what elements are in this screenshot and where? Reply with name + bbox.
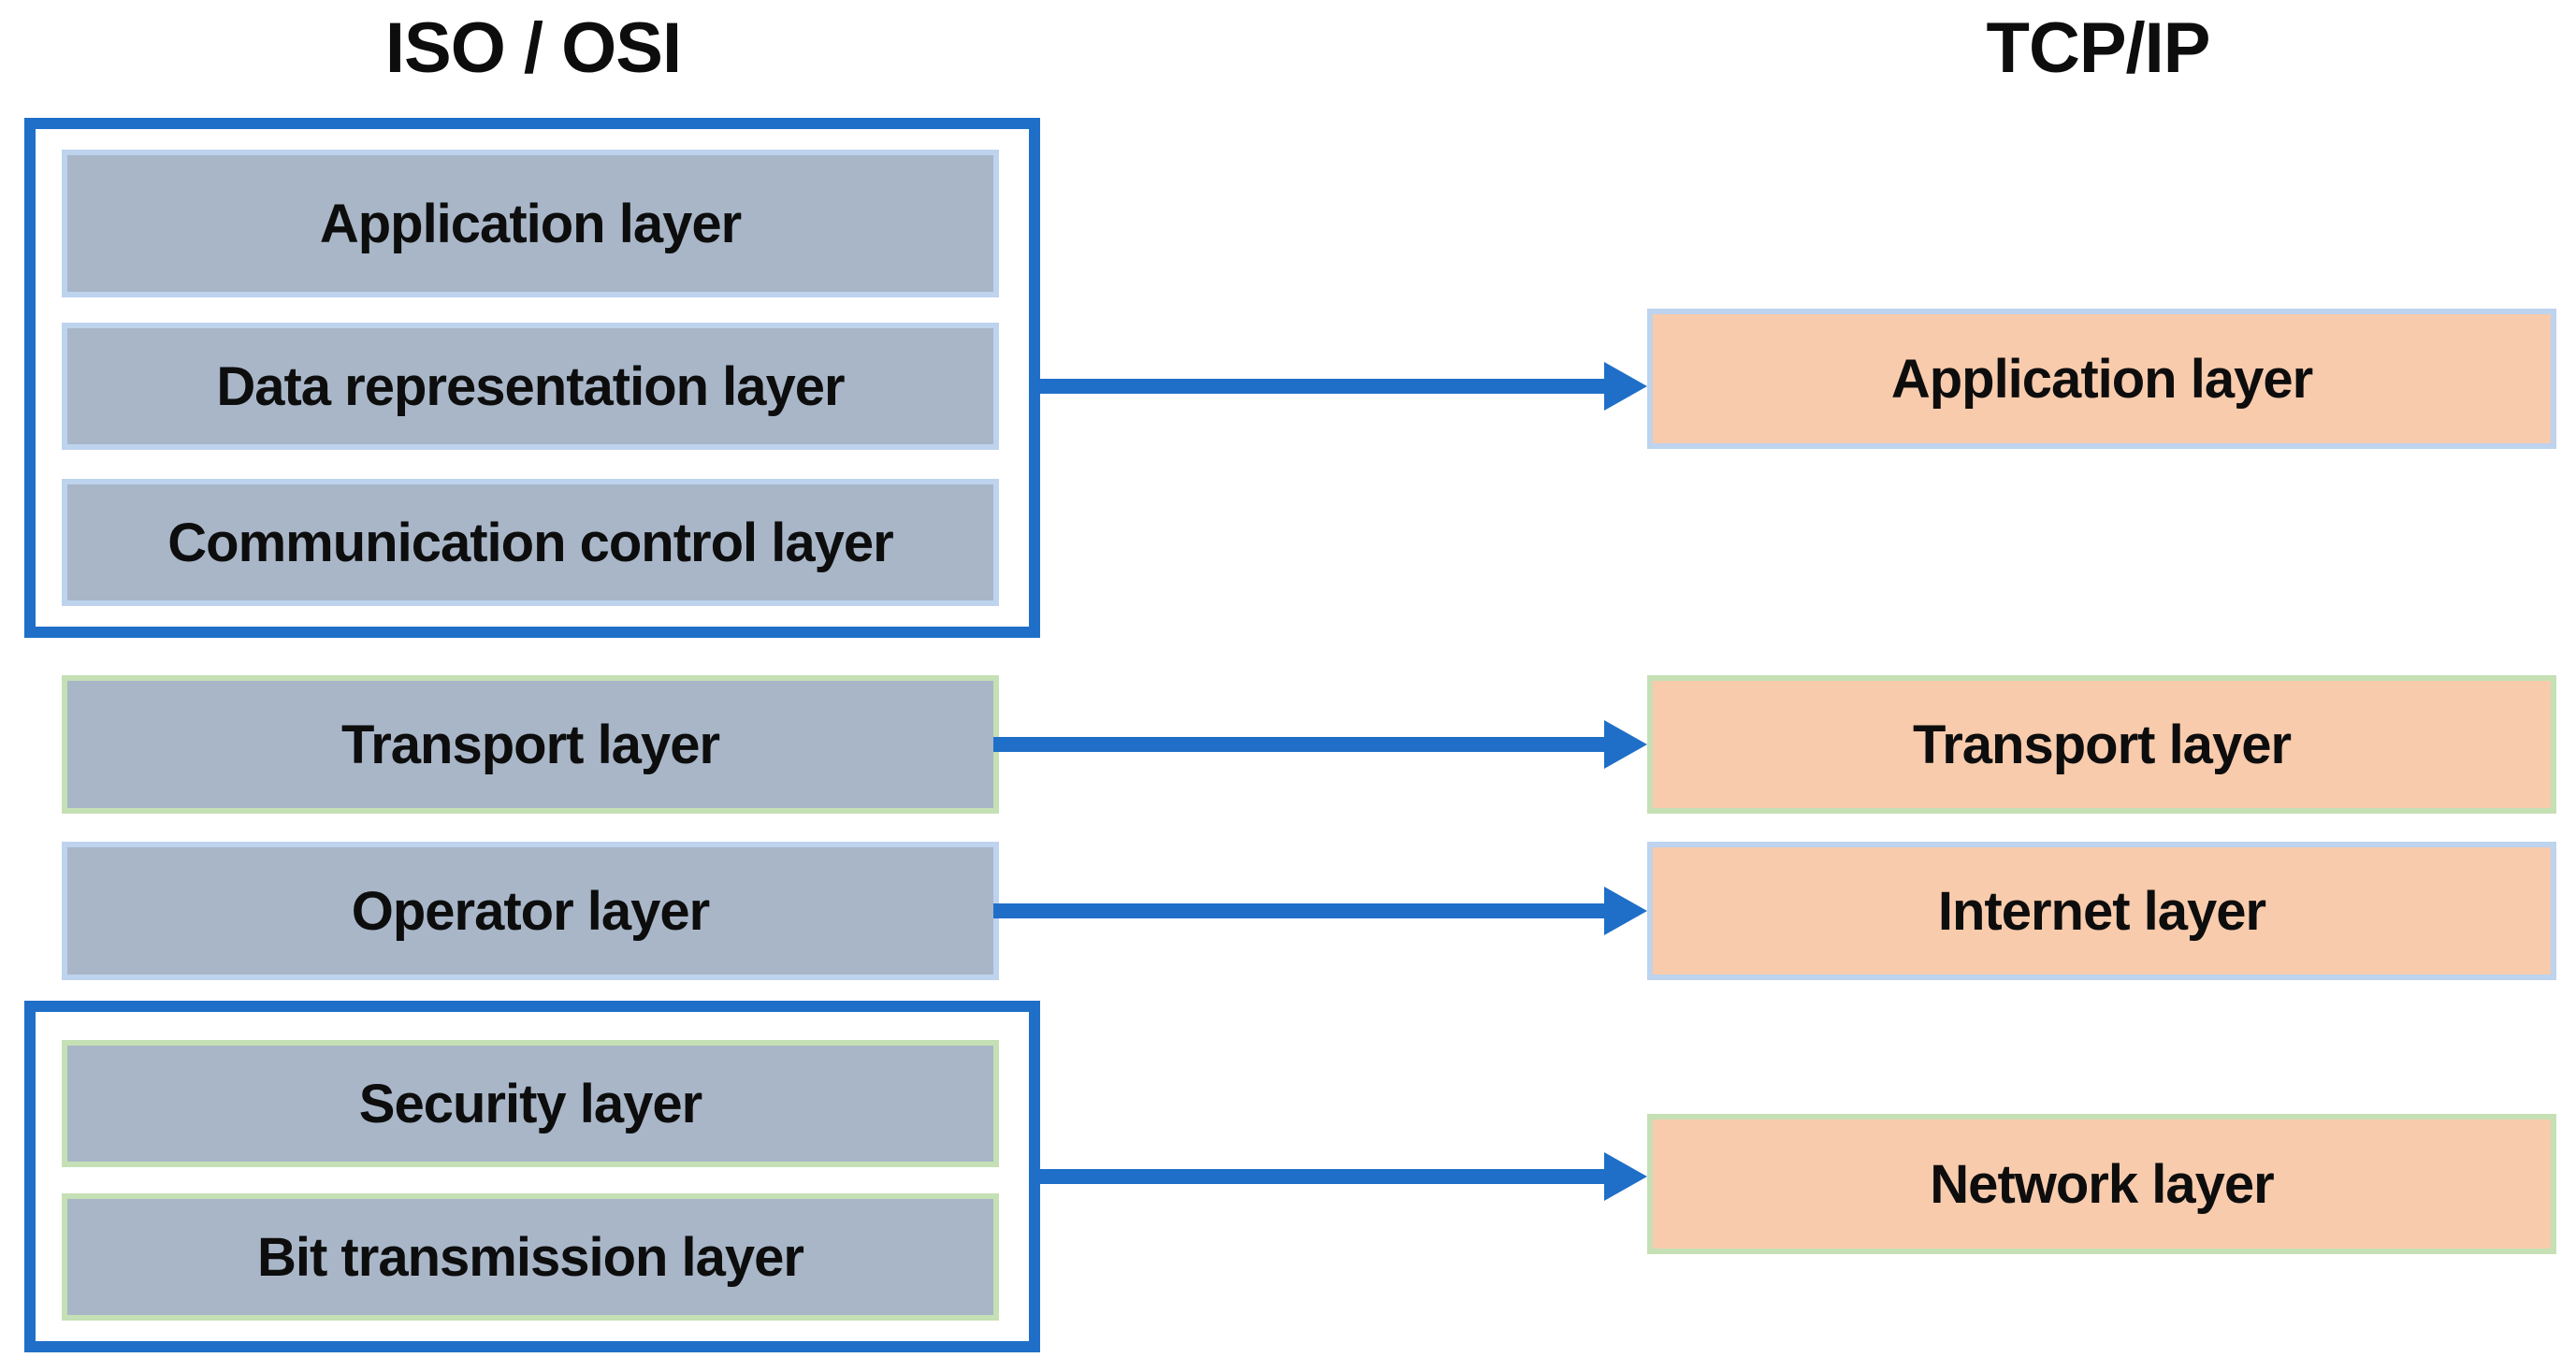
osi-operator-layer-label: Operator layer — [351, 880, 711, 942]
tcpip-internet-layer-label: Internet layer — [1937, 880, 2266, 942]
osi-communication-control-layer-box: Communication control layer — [62, 479, 999, 606]
osi-data-representation-layer-label: Data representation layer — [216, 355, 845, 417]
tcpip-application-layer-label: Application layer — [1890, 348, 2313, 410]
osi-application-layer-box: Application layer — [62, 150, 999, 297]
tcpip-network-layer-label: Network layer — [1930, 1153, 2274, 1215]
tcpip-transport-layer-label: Transport layer — [1912, 714, 2292, 775]
osi-communication-control-layer-label: Communication control layer — [167, 512, 893, 573]
osi-data-representation-layer-box: Data representation layer — [62, 323, 999, 450]
osi-operator-layer-box: Operator layer — [62, 842, 999, 980]
osi-security-layer-label: Security layer — [358, 1073, 702, 1134]
osi-bit-transmission-layer-label: Bit transmission layer — [257, 1226, 804, 1288]
tcpip-transport-layer-box: Transport layer — [1647, 675, 2556, 814]
arrow-osi-upper-group-to-tcpip-application-icon — [1035, 379, 1604, 394]
arrow-osi-operator-to-tcpip-internet-icon — [993, 903, 1604, 918]
osi-column-title: ISO / OSI — [384, 8, 682, 88]
tcpip-internet-layer-box: Internet layer — [1647, 842, 2556, 980]
arrow-osi-lower-group-to-tcpip-network-icon — [1035, 1169, 1604, 1184]
tcpip-network-layer-box: Network layer — [1647, 1114, 2556, 1254]
osi-security-layer-box: Security layer — [62, 1040, 999, 1167]
arrow-osi-transport-to-tcpip-transport-icon — [993, 737, 1604, 752]
osi-bit-transmission-layer-box: Bit transmission layer — [62, 1193, 999, 1321]
tcpip-column-title: TCP/IP — [1986, 8, 2211, 88]
osi-application-layer-label: Application layer — [319, 193, 742, 254]
osi-transport-layer-box: Transport layer — [62, 675, 999, 814]
tcpip-application-layer-box: Application layer — [1647, 309, 2556, 449]
osi-transport-layer-label: Transport layer — [340, 714, 720, 775]
